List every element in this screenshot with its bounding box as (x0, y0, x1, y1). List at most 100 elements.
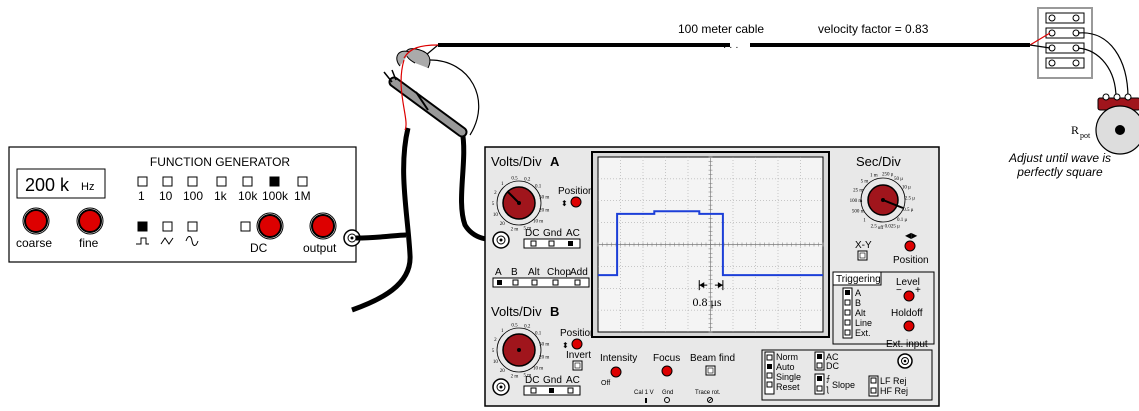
meas-right-arrowhead (717, 282, 723, 289)
velocity-factor-label: velocity factor = 0.83 (818, 22, 929, 36)
fg-dc-button[interactable] (240, 221, 251, 232)
fg-coarse-label: coarse (16, 236, 52, 250)
trig-src-b: B (855, 298, 861, 308)
dial-scale-label: 5 m (861, 179, 869, 184)
dial-scale-label: 50 μ (894, 177, 903, 182)
filter-switch[interactable] (868, 375, 879, 397)
dial-scale-label: 2 (494, 338, 497, 343)
intensity-off-label: Off (601, 380, 610, 387)
trig-src-ext: Ext. (855, 328, 871, 338)
h-position-label: Position (893, 255, 929, 266)
dial-scale-label: 1 (863, 219, 866, 224)
channel-a-label: A (550, 154, 560, 169)
input-a-bnc[interactable] (492, 231, 510, 249)
dial-scale-label: 0.1 (535, 331, 542, 336)
focus-label: Focus (653, 353, 680, 364)
sine-wave-icon (185, 236, 199, 246)
fg-dc-knob[interactable] (256, 212, 284, 240)
sec-div-label: Sec/Div (856, 154, 901, 169)
trigger-coupling-switch[interactable] (814, 351, 825, 371)
dial-scale-label: 5 (492, 349, 495, 354)
coupling-b-gnd: Gnd (543, 375, 562, 386)
beam-find-label: Beam find (690, 353, 735, 364)
level-knob[interactable] (903, 290, 915, 302)
xy-button[interactable] (857, 250, 868, 261)
dial-scale-label: 20 m (539, 208, 549, 213)
h-position-knob[interactable] (904, 240, 916, 252)
fg-range-buttons[interactable] (137, 176, 308, 187)
dial-scale-label: 0.5 (511, 323, 518, 328)
square-wave-trace (598, 210, 823, 277)
cable-dots: · · · (723, 42, 739, 53)
fg-range-1: 1 (138, 189, 145, 203)
coupling-b-switch[interactable] (523, 385, 581, 396)
dial-scale-label: 2.5 (871, 224, 878, 229)
ext-input-label: Ext. input (886, 339, 928, 350)
mode-a: A (495, 267, 502, 278)
sweep-single: Single (776, 372, 801, 382)
triggering-label: Triggering (836, 274, 881, 285)
cal-terminal-icon (645, 398, 647, 403)
volts-div-a-dial[interactable] (496, 180, 542, 226)
invert-label: Invert (566, 350, 591, 361)
slope-label: Slope (832, 380, 855, 390)
sweep-auto: Auto (776, 362, 795, 372)
fg-range-10k: 10k (238, 189, 258, 203)
volts-div-b-label: Volts/Div (491, 304, 542, 319)
coupling-a-ac: AC (566, 228, 580, 239)
trig-src-a: A (855, 288, 861, 298)
sweep-mode-switch[interactable] (764, 351, 775, 395)
dial-scale-label: 20 m (539, 355, 549, 360)
mode-switch[interactable] (492, 277, 590, 288)
trig-coupling-ac: AC (826, 352, 839, 362)
dial-scale-label: 5 m (523, 227, 531, 232)
potentiometer: R pot Adjust until wave is perfectly squ… (1008, 93, 1139, 179)
xy-label: X-Y (855, 240, 872, 251)
level-minus-icon: − (896, 285, 902, 296)
fg-fine-knob[interactable] (76, 207, 104, 235)
trigger-source-switch[interactable] (842, 287, 853, 339)
trig-coupling-dc: DC (826, 361, 839, 371)
coupling-b-dc: DC (525, 375, 539, 386)
volts-div-b-dial[interactable] (496, 327, 542, 373)
focus-knob[interactable] (661, 365, 673, 377)
dial-scale-label: 2.5 μ (905, 197, 916, 202)
dial-scale-label: 5 m (523, 374, 531, 379)
dial-scale-label: 25 m (853, 188, 863, 193)
fg-output-label: output (303, 241, 337, 255)
sec-div-dial[interactable] (860, 177, 906, 223)
fg-range-1k: 1k (214, 189, 228, 203)
fg-output-knob[interactable] (309, 212, 337, 240)
dial-scale-label: 5 (492, 202, 495, 207)
dial-scale-label: 0.5 μ (903, 208, 914, 213)
dial-scale-label: 10 μ (902, 186, 911, 191)
ext-input-bnc[interactable] (897, 353, 913, 369)
position-a-knob[interactable] (570, 196, 582, 208)
fg-title: FUNCTION GENERATOR (150, 155, 291, 169)
coupling-a-switch[interactable] (523, 238, 581, 249)
terminal-strip (1037, 7, 1093, 79)
dial-scale-label: 0.1 (535, 184, 542, 189)
position-b-knob[interactable] (571, 338, 583, 350)
gnd-label: Gnd (662, 390, 673, 396)
slope-switch[interactable] (814, 373, 825, 395)
fg-coarse-knob[interactable] (22, 207, 50, 235)
display-graticule (597, 156, 824, 333)
beam-find-button[interactable] (705, 365, 716, 376)
filter-hf-rej: HF Rej (880, 386, 908, 396)
position-a-label: Position (558, 186, 594, 197)
channel-b-label: B (550, 304, 559, 319)
holdoff-knob[interactable] (903, 320, 915, 332)
fg-waveform-buttons[interactable] (137, 221, 198, 232)
mode-alt: Alt (528, 267, 540, 278)
intensity-knob[interactable] (610, 366, 622, 378)
level-label: Level (896, 277, 920, 288)
dial-scale-label: 20 (500, 369, 506, 374)
dial-scale-label: 10 m (533, 220, 543, 225)
invert-button[interactable] (572, 360, 583, 371)
input-b-bnc[interactable] (492, 378, 510, 396)
trace-rot-screw-icon[interactable] (707, 397, 713, 403)
sweep-norm: Norm (776, 352, 798, 362)
